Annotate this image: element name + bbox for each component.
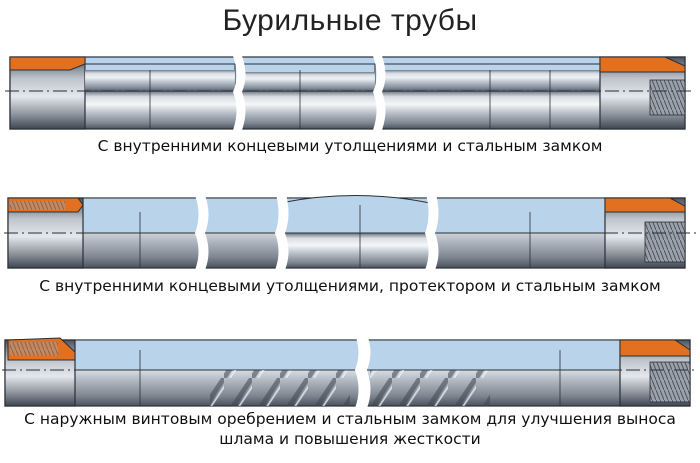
caption-pipe-1: С внутренними концевыми утолщениями и ст… xyxy=(97,137,603,155)
pipe-2-with-protector xyxy=(4,190,696,270)
caption-pipe-3: С наружным винтовым оребрением и стальны… xyxy=(24,410,676,448)
pipe-3-spiral-ribs xyxy=(2,335,698,408)
page-title: Бурильные трубы xyxy=(222,4,478,37)
pipe-1-internal-upset xyxy=(5,56,695,130)
caption-pipe-2: С внутренними концевыми утолщениями, про… xyxy=(39,277,661,295)
